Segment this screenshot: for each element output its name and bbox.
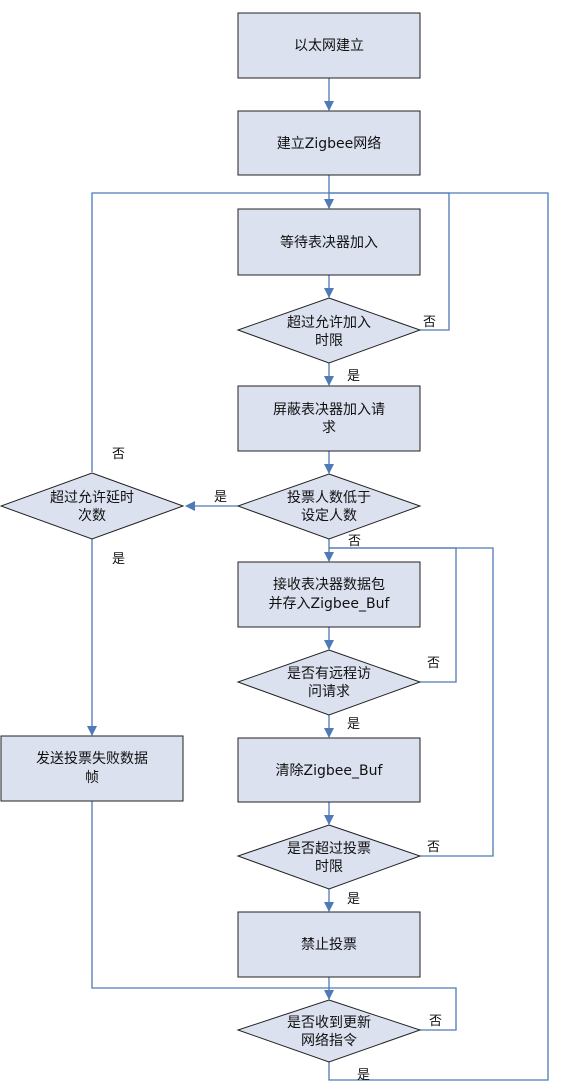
process-box-ethernet: 以太网建立 [237,12,421,79]
process-box-forbid: 禁止投票 [237,911,421,978]
decision-text: 是否收到更新 [287,1015,371,1031]
process-box-receive: 接收表决器数据包 并存入Zigbee_Buf [237,561,421,628]
connectors [87,78,549,1081]
label-no: 否 [348,534,361,549]
label-no: 否 [427,656,440,671]
label-no: 否 [112,447,125,462]
label-yes: 是 [357,1068,370,1083]
process-box-send-fail: 发送投票失败数据 帧 [0,735,184,802]
label-yes: 是 [347,717,360,732]
box-text: 求 [322,420,336,436]
label-yes: 是 [347,369,360,384]
line-send-fail-to-update [91,801,329,989]
box-text: 接收表决器数据包 [273,576,385,593]
decision-update: 是否收到更新 网络指令 [236,999,422,1063]
label-yes: 是 [214,490,227,505]
loop-delay-no [91,192,329,472]
box-text: 以太网建立 [294,38,364,54]
decision-vote-timeout: 是否超过投票 时限 [236,824,422,890]
box-text: 等待表决器加入 [280,234,378,251]
label-no: 否 [427,840,440,855]
decision-text: 问请求 [308,684,350,700]
label-yes: 是 [112,552,125,567]
box-text: 发送投票失败数据 [36,751,148,767]
decision-text: 次数 [78,508,106,524]
box-text: 帧 [85,770,99,786]
decision-text: 是否超过投票 [287,841,371,857]
box-text: 屏蔽表决器加入请 [273,402,385,418]
box-text: 清除Zigbee_Buf [276,763,384,779]
branch-labels: 否 是 否 是 是 否 否 是 否 是 否 是 [112,315,442,1083]
box-text: 禁止投票 [301,937,357,953]
box-text: 并存入Zigbee_Buf [269,596,391,612]
decision-join-timeout: 超过允许加入 时限 [236,297,422,364]
decision-text: 超过允许加入 [287,315,371,331]
decision-text: 投票人数低于 [287,490,371,506]
box-text: 建立Zigbee网络 [277,136,381,152]
loop-update-no [329,987,457,1031]
decision-text: 超过允许延时 [50,490,134,506]
label-no: 否 [429,1014,442,1029]
process-box-zigbee: 建立Zigbee网络 [237,110,421,176]
decision-votes-low: 投票人数低于 设定人数 [236,473,422,540]
decision-text: 网络指令 [301,1033,357,1049]
decision-delay: 超过允许延时 次数 [0,472,185,540]
process-box-clear: 清除Zigbee_Buf [237,737,421,803]
decision-text: 是否有远程访 [287,666,371,682]
loop-vote-timeout-no [329,547,494,857]
decision-text: 设定人数 [301,508,357,524]
loop-update-yes [328,192,549,1081]
process-box-wait: 等待表决器加入 [237,208,421,276]
process-box-mask: 屏蔽表决器加入请 求 [237,385,421,452]
decision-text: 时限 [315,859,343,875]
decision-text: 时限 [315,333,343,349]
decision-remote: 是否有远程访 问请求 [236,649,422,716]
label-no: 否 [423,315,436,330]
label-yes: 是 [347,892,360,907]
